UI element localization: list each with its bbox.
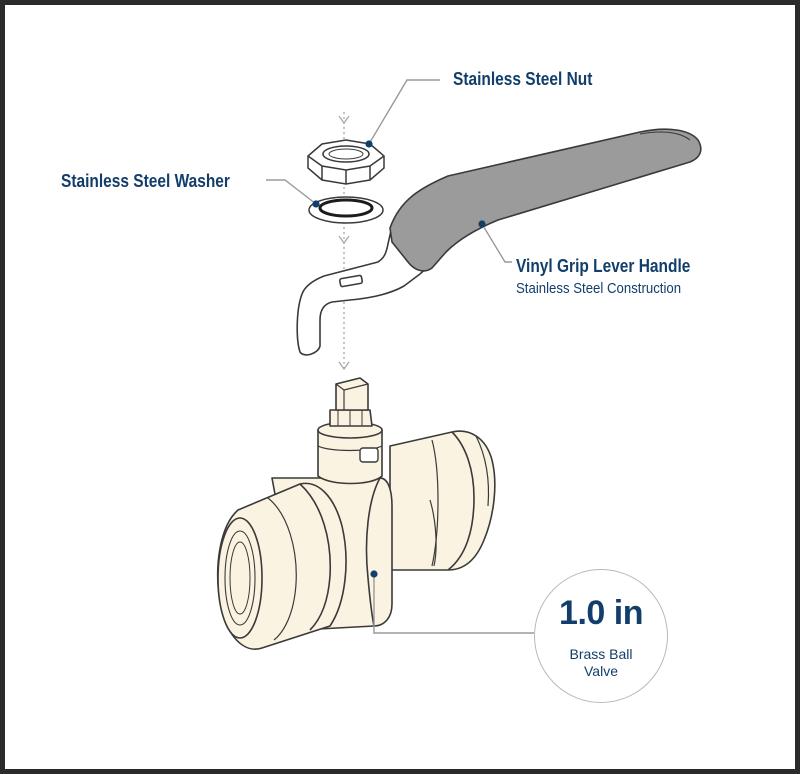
size-description: Brass Ball Valve [535,646,667,680]
size-description-line1: Brass Ball [569,646,633,662]
size-badge: 1.0 in Brass Ball Valve [534,569,668,703]
handle-callout-label: Vinyl Grip Lever Handle [516,256,691,276]
washer-callout-label: Stainless Steel Washer [61,171,230,191]
lever-handle [296,128,702,356]
leader-lines [266,79,534,634]
handle-callout-sublabel: Stainless Steel Construction [516,280,682,297]
stainless-steel-nut [307,139,385,185]
leader-dots [312,140,486,578]
size-leader [373,574,534,634]
nut-leader [368,79,440,145]
handle-leader [481,223,512,263]
assembly-axis [338,112,350,372]
size-description-line2: Valve [584,663,618,679]
size-value: 1.0 in [559,594,643,632]
stainless-steel-washer [308,196,384,224]
washer-leader [266,179,317,205]
valve-illustration [216,79,702,650]
ball-valve-body [216,377,496,650]
nut-callout-label: Stainless Steel Nut [453,69,593,89]
